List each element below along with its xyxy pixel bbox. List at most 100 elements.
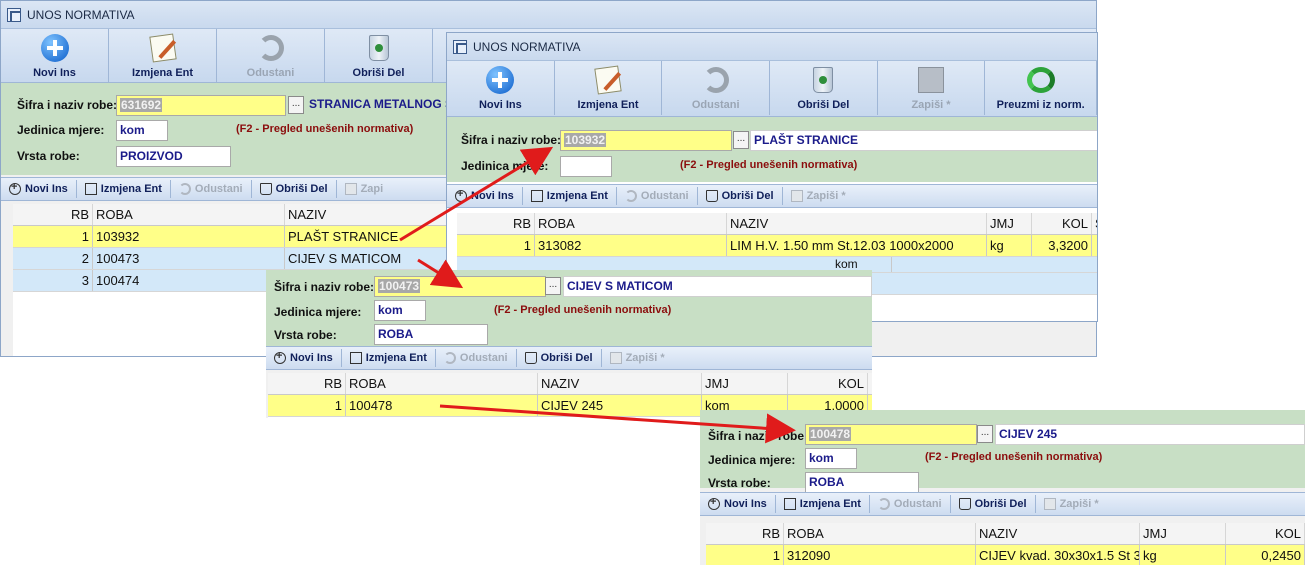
separator: [521, 187, 523, 205]
window-normativ-cijev-245: Šifra i naziv robe: 100478 ... CIJEV 245…: [700, 410, 1305, 565]
grid-cancel-button[interactable]: Odustani: [436, 347, 516, 369]
f2-hint: (F2 - Pregled unešenih normativa): [925, 451, 1103, 463]
f2-hint: (F2 - Pregled unešenih normativa): [494, 304, 672, 316]
column-header-rb[interactable]: RB: [268, 373, 346, 394]
plus-icon: [9, 181, 21, 195]
import-button[interactable]: Preuzmi iz norm.: [985, 61, 1097, 115]
naziv-field: PLAŠT STRANICE: [750, 130, 1097, 151]
window-title: UNOS NORMATIVA: [473, 39, 581, 54]
column-header-kol[interactable]: KOL: [1226, 523, 1305, 544]
edit-button[interactable]: Izmjena Ent: [109, 29, 217, 83]
column-header-kol[interactable]: KOL: [788, 373, 868, 394]
jedinica-label: Jedinica mjere:: [708, 453, 796, 467]
grid-edit-button[interactable]: Izmjena Ent: [77, 178, 170, 200]
jedinica-input[interactable]: [560, 156, 612, 177]
save-icon: [790, 190, 803, 202]
jedinica-label: Jedinica mjere:: [17, 123, 105, 137]
grid-new-button[interactable]: Novi Ins: [1, 178, 76, 200]
vrsta-label: Vrsta robe:: [17, 149, 80, 163]
delete-button[interactable]: Obriši Del: [325, 29, 433, 83]
column-header-rb[interactable]: RB: [13, 204, 93, 225]
grid-new-button[interactable]: Novi Ins: [700, 493, 775, 515]
refresh-icon: [1026, 67, 1055, 93]
lookup-button[interactable]: ...: [545, 277, 561, 295]
grid-delete-button[interactable]: Obriši Del: [252, 178, 336, 200]
grid-delete-button[interactable]: Obriši Del: [517, 347, 601, 369]
grid-save-button[interactable]: Zapi: [337, 178, 392, 200]
grid-cancel-button[interactable]: Odustani: [171, 178, 251, 200]
cancel-button[interactable]: Odustani: [662, 61, 771, 115]
column-header-jmj[interactable]: JMJ: [987, 213, 1032, 234]
grid-edit-button[interactable]: Izmjena Ent: [523, 185, 616, 207]
table-row[interactable]: 1 313082 LIM H.V. 1.50 mm St.12.03 1000x…: [457, 235, 1097, 257]
vrsta-label: Vrsta robe:: [274, 328, 337, 342]
sifra-input[interactable]: 631692: [116, 95, 286, 116]
save-icon: [344, 183, 357, 195]
column-header-roba[interactable]: ROBA: [535, 213, 727, 234]
vrsta-input[interactable]: PROIZVOD: [116, 146, 231, 167]
edit-button[interactable]: Izmjena Ent: [555, 61, 663, 115]
trash-icon: [958, 498, 971, 510]
lookup-button[interactable]: ...: [733, 131, 749, 149]
jedinica-input[interactable]: kom: [116, 120, 168, 141]
plus-circle-icon: [486, 66, 515, 94]
column-header-rb[interactable]: RB: [457, 213, 535, 234]
trash-icon: [813, 67, 834, 93]
grid-save-button[interactable]: Zapiši *: [602, 347, 673, 369]
separator: [949, 495, 951, 513]
column-header-naziv[interactable]: NAZIV: [538, 373, 702, 394]
sifra-label: Šifra i naziv robe:: [461, 133, 562, 147]
sifra-input[interactable]: 103932: [560, 130, 732, 151]
trash-icon: [524, 352, 537, 364]
grid-edit-button[interactable]: Izmjena Ent: [776, 493, 869, 515]
grid-save-button[interactable]: Zapiši *: [783, 185, 854, 207]
naziv-field: CIJEV 245: [995, 424, 1305, 445]
column-header-roba[interactable]: ROBA: [93, 204, 285, 225]
grid-new-button[interactable]: Novi Ins: [447, 185, 522, 207]
undo-icon: [178, 183, 191, 195]
cancel-button[interactable]: Odustani: [217, 29, 325, 83]
window-normativ-cijev: Šifra i naziv robe: 100473 ... CIJEV S M…: [266, 270, 872, 418]
lookup-button[interactable]: ...: [977, 425, 993, 443]
grid-new-button[interactable]: Novi Ins: [266, 347, 341, 369]
column-header-jmj[interactable]: JMJ: [1140, 523, 1226, 544]
column-header-jmj[interactable]: JMJ: [702, 373, 788, 394]
window-title: UNOS NORMATIVA: [27, 7, 135, 22]
grid-edit-button[interactable]: Izmjena Ent: [342, 347, 435, 369]
delete-button[interactable]: Obriši Del: [770, 61, 878, 115]
vrsta-input[interactable]: ROBA: [805, 472, 919, 493]
lookup-button[interactable]: ...: [288, 96, 304, 114]
separator: [75, 180, 77, 198]
separator: [335, 180, 337, 198]
column-header-naziv[interactable]: NAZIV: [976, 523, 1140, 544]
grid-delete-button[interactable]: Obriši Del: [951, 493, 1035, 515]
separator: [868, 495, 870, 513]
new-button[interactable]: Novi Ins: [1, 29, 109, 83]
grid-cancel-button[interactable]: Odustani: [870, 493, 950, 515]
f2-hint: (F2 - Pregled unešenih normativa): [680, 159, 858, 171]
grid-toolbar: Novi Ins Izmjena Ent Odustani Obriši Del…: [447, 184, 1097, 208]
grid-save-button[interactable]: Zapiši *: [1036, 493, 1107, 515]
grid-cancel-button[interactable]: Odustani: [617, 185, 697, 207]
arrow-100473-to-cijev: [417, 258, 464, 289]
new-button[interactable]: Novi Ins: [447, 61, 555, 115]
jedinica-input[interactable]: kom: [374, 300, 426, 321]
column-header-roba[interactable]: ROBA: [346, 373, 538, 394]
column-header-s[interactable]: S: [1092, 213, 1097, 234]
grid-toolbar: Novi Ins Izmjena Ent Odustani Obriši Del…: [700, 492, 1305, 516]
trash-icon: [368, 35, 389, 61]
column-header-kol[interactable]: KOL: [1032, 213, 1092, 234]
save-icon: [1043, 498, 1056, 510]
save-button[interactable]: Zapiši *: [878, 61, 986, 115]
column-header-naziv[interactable]: NAZIV: [727, 213, 987, 234]
undo-icon: [443, 352, 456, 364]
title-bar: UNOS NORMATIVA: [1, 1, 1096, 29]
jedinica-input[interactable]: kom: [805, 448, 857, 469]
sifra-input[interactable]: 100478: [805, 424, 977, 445]
undo-icon: [702, 67, 729, 93]
grid-delete-button[interactable]: Obriši Del: [698, 185, 782, 207]
table-row[interactable]: 1 312090 CIJEV kvad. 30x30x1.5 St 3 kg 0…: [706, 545, 1305, 565]
column-header-roba[interactable]: ROBA: [784, 523, 976, 544]
vrsta-input[interactable]: ROBA: [374, 324, 488, 345]
column-header-rb[interactable]: RB: [706, 523, 784, 544]
